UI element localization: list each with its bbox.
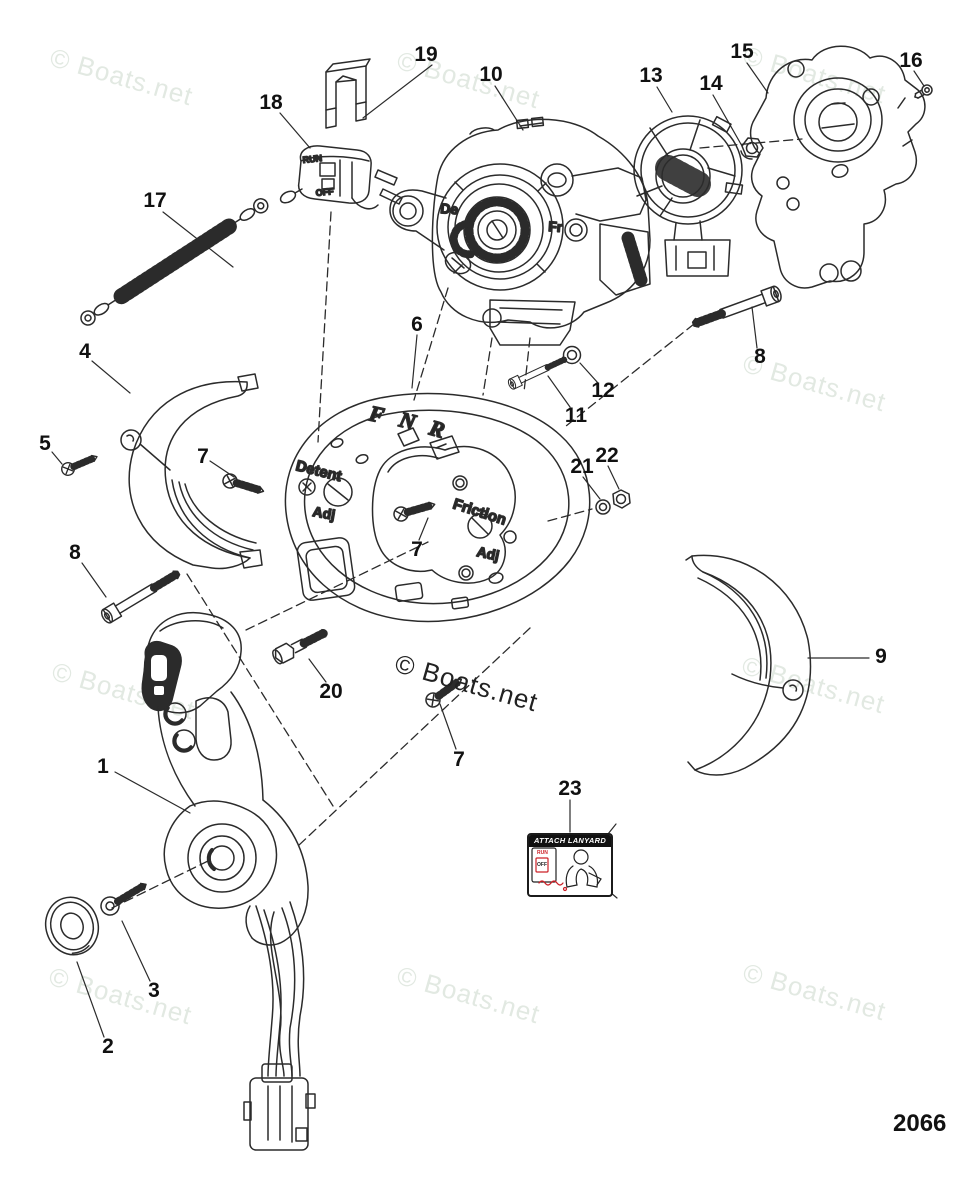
callout-4: 4: [79, 340, 91, 363]
callout-20: 20: [319, 680, 343, 703]
part-screw-3: [98, 877, 151, 919]
callout-17: 17: [143, 189, 167, 212]
callout-7-center: 7: [411, 538, 423, 561]
callout-21: 21: [570, 455, 594, 478]
part-bolt-20: [271, 625, 330, 666]
part-mounting-plate: [749, 45, 926, 289]
callout-1: 1: [97, 755, 109, 778]
callout-2: 2: [102, 1035, 114, 1058]
part-position-sensor: [633, 115, 744, 277]
callout-16: 16: [899, 49, 923, 72]
part-shift-plate: [284, 392, 591, 623]
callout-8-right: 8: [754, 345, 766, 368]
callout-11: 11: [564, 404, 588, 427]
part-screw-7-center: [392, 498, 436, 523]
housing-detent-abbr: De: [440, 200, 459, 217]
plate-detent-adj-mark: Adj: [311, 503, 336, 523]
part-grommet-2: [44, 896, 100, 956]
switch-off-mark: OFF: [315, 186, 334, 198]
part-washer-12: [562, 345, 582, 365]
callout-6: 6: [411, 313, 423, 336]
part-wiring-harness: [243, 901, 316, 1151]
assembly-axis-lines: [111, 138, 803, 909]
callout-19: 19: [414, 43, 438, 66]
decal-figure: [531, 847, 602, 892]
plate-friction-mark: Friction: [451, 496, 509, 529]
part-washer-21: [595, 499, 611, 515]
callout-15: 15: [730, 40, 754, 63]
callout-7-left: 7: [197, 445, 209, 468]
callout-14: 14: [699, 72, 723, 95]
part-screw-11: [507, 354, 569, 390]
part-crescent-cover-right: [685, 554, 812, 776]
page-code: 2066: [893, 1110, 947, 1137]
part-crescent-cover-left: [120, 373, 263, 570]
attach-lanyard-decal: ATTACH LANYARD RUN OFF: [527, 833, 613, 897]
part-nut-14: [740, 137, 764, 160]
plate-reverse-mark: R: [426, 414, 448, 442]
callout-8-left: 8: [69, 541, 81, 564]
callout-23: 23: [558, 777, 582, 800]
part-lanyard-cord: [80, 198, 269, 326]
plate-friction-adj-mark: Adj: [475, 543, 500, 563]
callout-18: 18: [259, 91, 283, 114]
part-nut-22: [612, 489, 631, 509]
callout-10: 10: [479, 63, 503, 86]
switch-run-mark: RUN: [302, 153, 322, 165]
part-screw-7-left: [221, 472, 265, 498]
part-screw-16: [914, 84, 933, 99]
callout-22: 22: [595, 444, 619, 467]
decal-off-text: OFF: [537, 862, 547, 868]
callout-5: 5: [39, 432, 51, 455]
part-control-housing: [389, 116, 651, 346]
decal-run-text: RUN: [537, 850, 548, 856]
part-screw-5: [60, 451, 100, 477]
part-retainer-clip: [325, 58, 371, 129]
part-stop-switch: [279, 145, 403, 210]
part-bolt-8-right: [691, 285, 783, 332]
plate-neutral-mark: N: [396, 406, 420, 435]
part-bolt-8-left: [99, 566, 182, 624]
callout-12: 12: [591, 379, 615, 402]
callout-7-bottom: 7: [453, 748, 465, 771]
callout-13: 13: [639, 64, 663, 87]
plate-forward-mark: F: [366, 400, 387, 428]
housing-friction-abbr: Fr: [548, 218, 564, 235]
part-control-handle: [141, 612, 309, 946]
callout-9: 9: [875, 645, 887, 668]
callout-3: 3: [148, 979, 160, 1002]
decal-title: ATTACH LANYARD: [529, 835, 611, 847]
